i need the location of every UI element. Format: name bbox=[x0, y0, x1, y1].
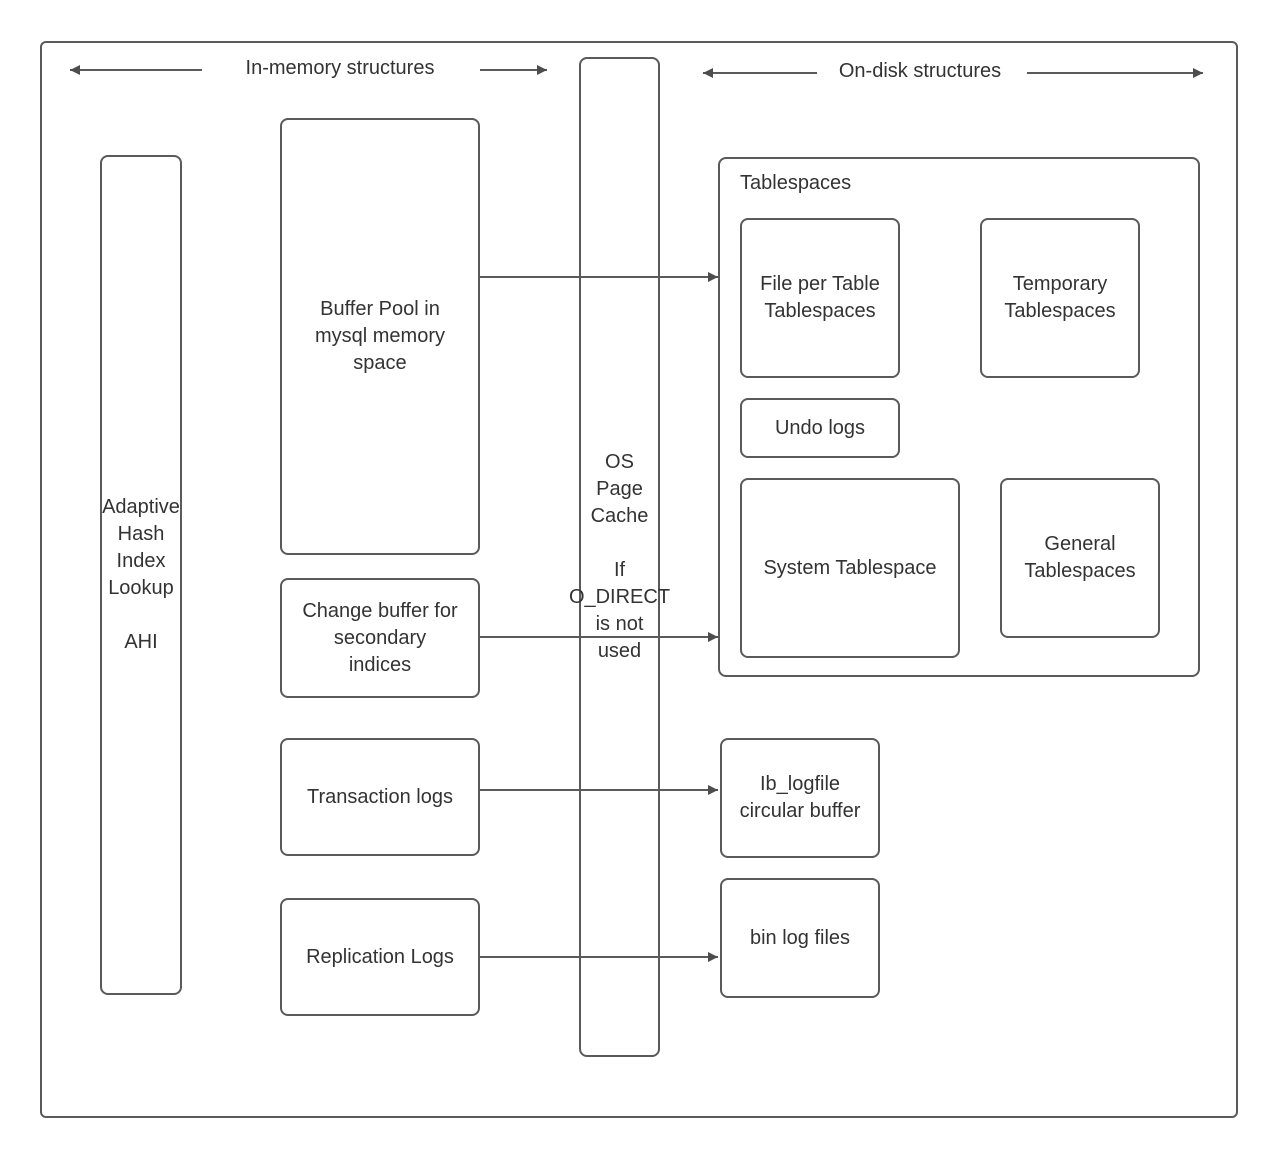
node-file-per-table-tablespaces: File per Table Tablespaces bbox=[740, 218, 900, 378]
node-undo-logs: Undo logs bbox=[740, 398, 900, 458]
node-transaction-logs: Transaction logs bbox=[280, 738, 480, 856]
node-change-buffer: Change buffer for secondary indices bbox=[280, 578, 480, 698]
node-replication-logs: Replication Logs bbox=[280, 898, 480, 1016]
node-adaptive-hash-index: Adaptive Hash Index Lookup AHI bbox=[100, 155, 182, 995]
on-disk-structures-label: On-disk structures bbox=[838, 60, 1002, 82]
in-memory-structures-label: In-memory structures bbox=[245, 57, 435, 79]
node-os-page-cache: OS Page Cache If O_DIRECT is not used bbox=[569, 57, 670, 1057]
node-bin-log-files: bin log files bbox=[720, 878, 880, 998]
node-buffer-pool: Buffer Pool in mysql memory space bbox=[280, 118, 480, 555]
tablespaces-label: Tablespaces bbox=[740, 172, 852, 194]
node-temporary-tablespaces: Temporary Tablespaces bbox=[980, 218, 1140, 378]
node-ib-logfile-circular-buffer: Ib_logfile circular buffer bbox=[720, 738, 880, 858]
node-system-tablespace: System Tablespace bbox=[740, 478, 960, 658]
node-general-tablespaces: General Tablespaces bbox=[1000, 478, 1160, 638]
